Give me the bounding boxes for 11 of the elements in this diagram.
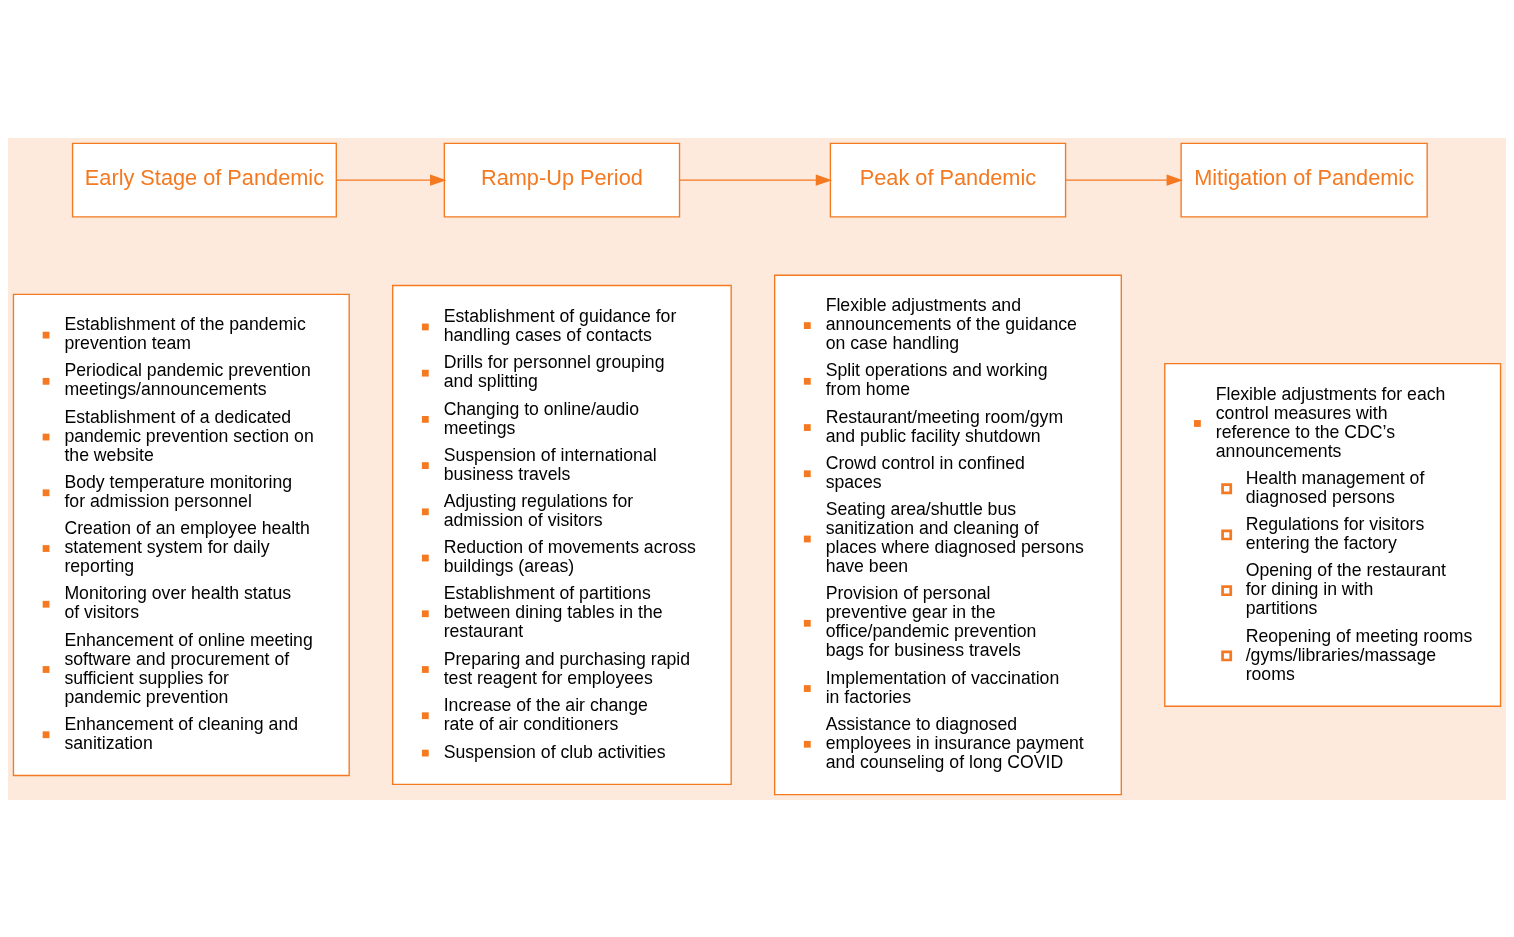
arrow xyxy=(1065,173,1183,186)
arrow xyxy=(678,173,833,186)
arrow xyxy=(335,173,447,186)
node-box: Establishment of the pandemic prevention team Periodical pandemic prevention meetings/announcements Establishment of a dedicated pandemic prevention section on the website Body temperature monitoring for admission personnel Creation of an employee health statement system for daily reporting Monitoring over health status of visitors Enhancement of online meeting software and procurement of sufficient supplies for pandemic prevention Enhancement of cleaning and sanitization xyxy=(12,293,350,776)
node-box: Flexible adjustments for each control measures with reference to the CDC’s announcements Health management of diagnosed persons Regulations for visitors entering the factory Opening of the restaurant for dining in with partitions Reopening of meeting rooms/gyms/libraries/massage rooms xyxy=(1164,362,1502,707)
node-box: Early Stage of Pandemic xyxy=(71,142,337,217)
node-box: Peak of Pandemic xyxy=(829,142,1067,217)
node-box: Establishment of guidance for handling cases of contacts Drills for personnel grouping and splitting Changing to online/audio meetings Suspension of international business travels Adjusting regulations for admission of visitors Reduction of movements across buildings (areas) Establishment of partitions between dining tables in the restaurant Preparing and purchasing rapid test reagent for employees Increase of the air change rate of air conditioners Suspension of club activities xyxy=(392,284,732,785)
node-box: Mitigation of Pandemic xyxy=(1180,142,1428,217)
node-box: Ramp-Up Period xyxy=(443,142,681,217)
node-box: Flexible adjustments and announcements of the guidance on case handling Split operations and working from home Restaurant/meeting room/gym and public facility shutdown Crowd control in confined spaces Seating area/shuttle bus sanitization and cleaning of places where diagnosed persons have been Provision of personal preventive gear in the office/pandemic prevention bags for business travels Implementation of vaccination in factories Assistance to diagnosed employees in insurance payment and counseling of long COVID xyxy=(774,274,1122,795)
